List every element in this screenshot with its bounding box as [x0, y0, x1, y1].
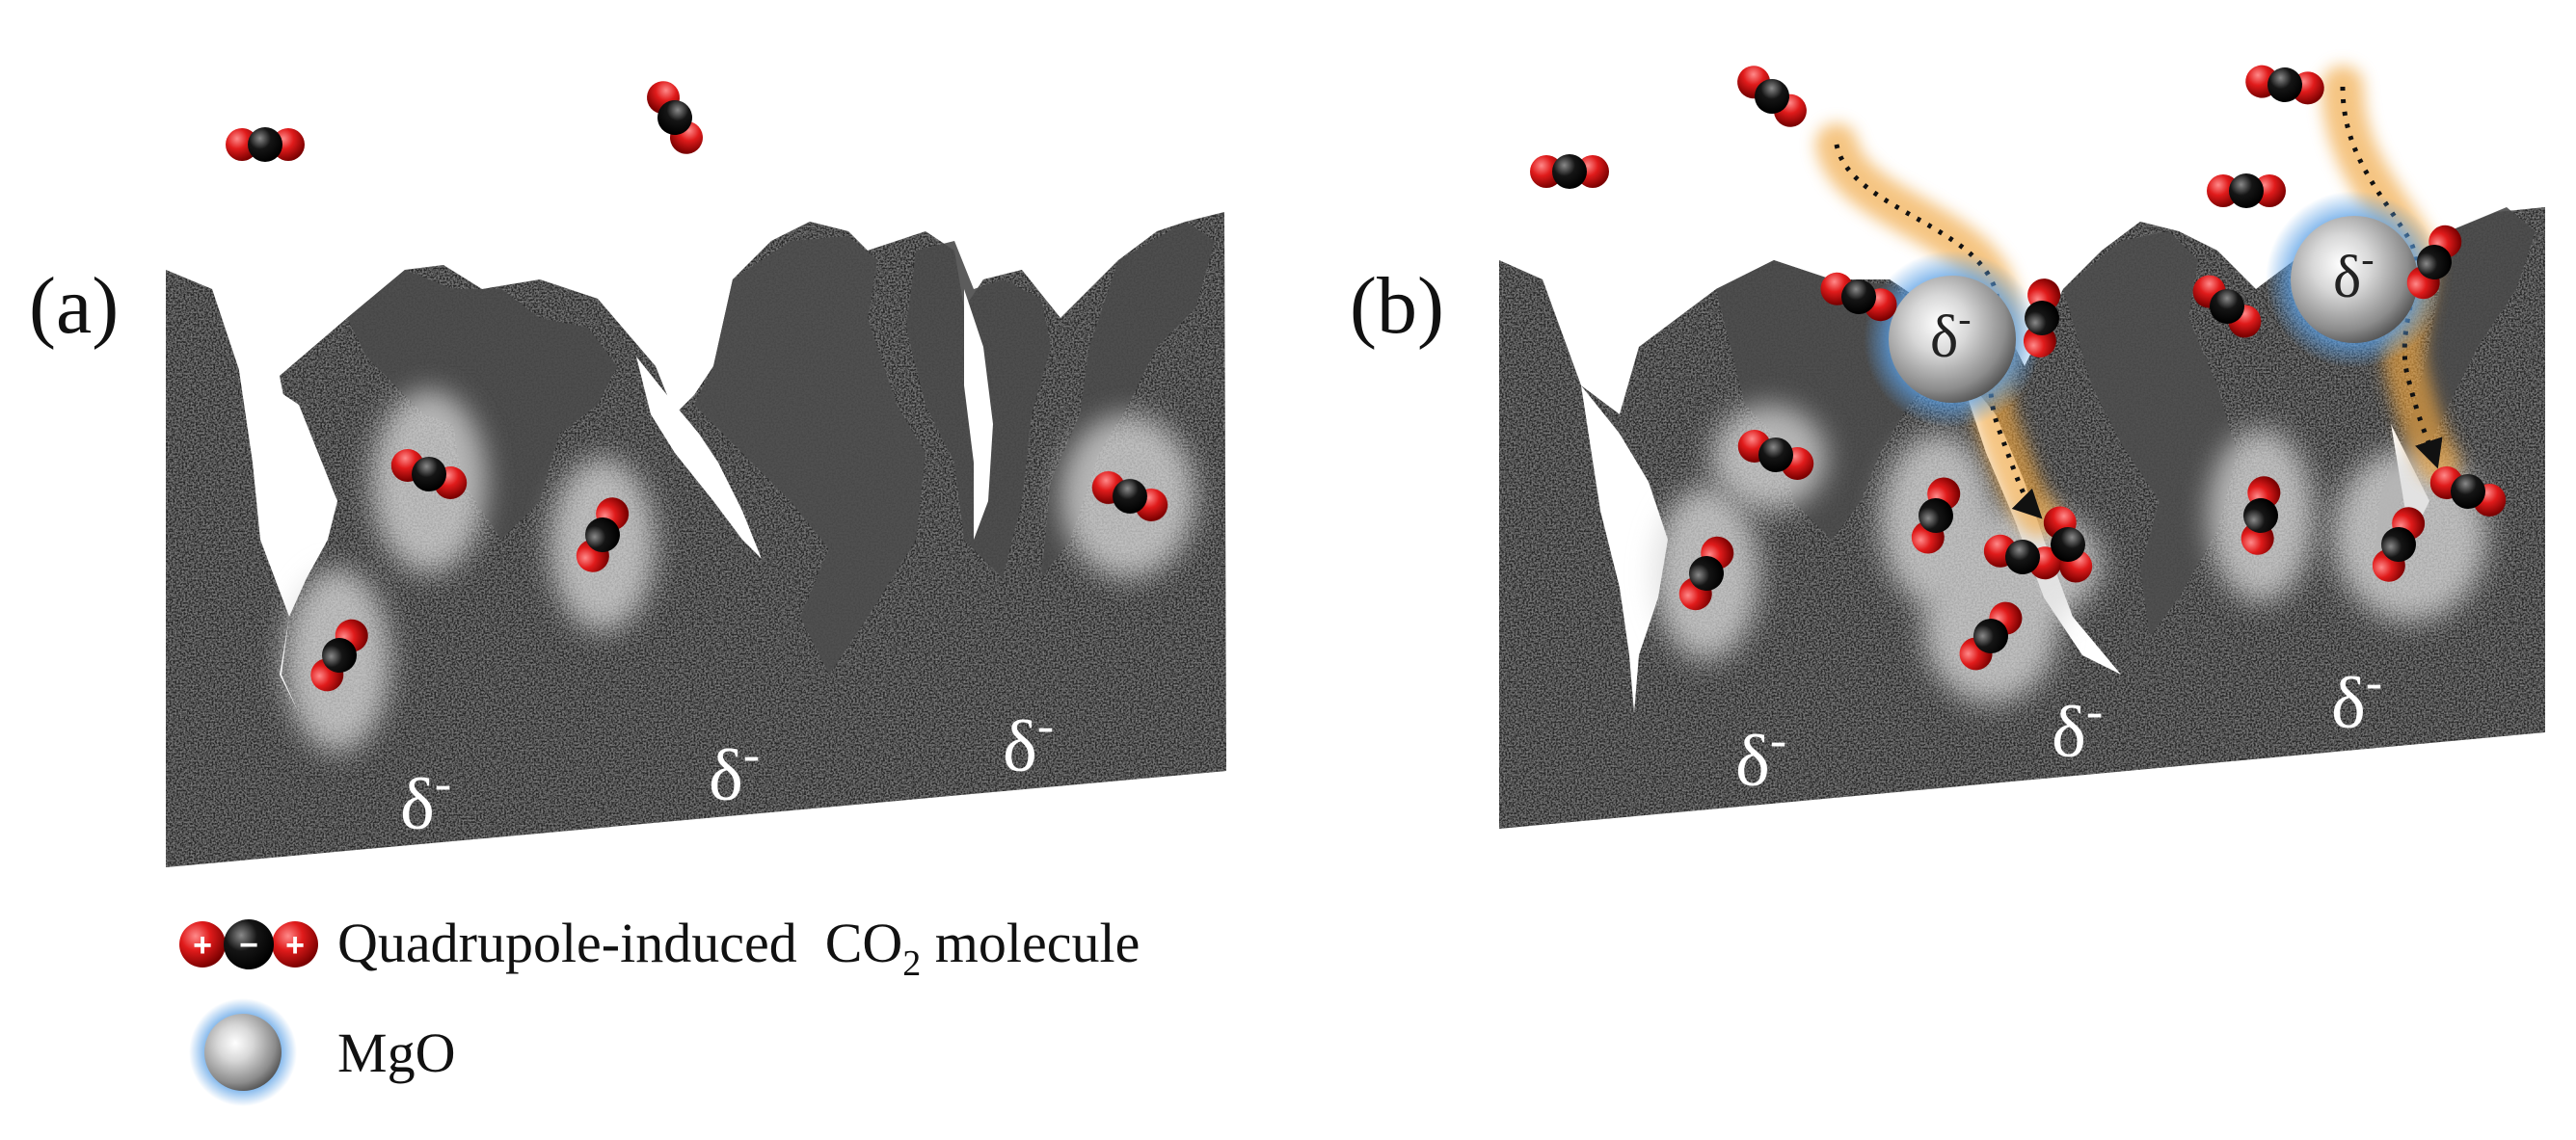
svg-text:−: − [239, 927, 258, 964]
diffusion-arrow-icon [1834, 144, 2043, 519]
panel-label-b: (b) [1350, 261, 1444, 351]
panel-label-a: (a) [29, 261, 119, 351]
pore-gap-a1 [231, 318, 337, 713]
pore-wall-a1 [347, 270, 617, 540]
svg-text:δ-: δ- [1930, 297, 1972, 370]
mgo-particle-icon: δ- [2266, 191, 2443, 368]
legend-mgo-label: MgO [337, 1021, 455, 1084]
co2-molecule-icon [639, 74, 711, 161]
pore-gap-b1 [1581, 385, 1668, 713]
pore-wall-a2 [694, 236, 926, 675]
legend: + − + Quadrupole-induced CO2 molecule Mg… [179, 912, 1140, 1106]
delta-minus-label: δ- [400, 756, 451, 845]
delta-minus-label: δ- [709, 728, 760, 816]
mgo-particle-icon: δ- [1864, 251, 2041, 428]
co2-molecule-icon [226, 127, 305, 162]
delta-minus-label: δ- [2052, 684, 2103, 773]
pore-wall-b3 [2372, 207, 2536, 578]
pore-gap-a2 [636, 357, 762, 559]
co2-molecule-icon [1730, 58, 1814, 135]
pore-wall-b2 [2063, 231, 2237, 636]
delta-minus-label: δ- [1735, 713, 1786, 802]
delta-minus-label: δ- [1003, 699, 1054, 787]
co2-molecule-icon [2207, 173, 2286, 208]
panel-a: δ- δ- δ- (a) [29, 74, 1226, 867]
co2-molecule-icon [1530, 154, 1609, 189]
svg-text:+: + [285, 927, 305, 964]
delta-minus-label: δ- [2331, 655, 2382, 744]
legend-co2-icon: + − + [179, 919, 318, 969]
diffusion-arrow-icon [2340, 86, 2443, 469]
svg-text:+: + [193, 927, 212, 964]
panel-b: δ- δ- δ- δ- δ- (b) [1350, 58, 2545, 829]
legend-co2-label: Quadrupole-induced CO2 molecule [337, 912, 1140, 984]
svg-text:δ-: δ- [2333, 237, 2375, 310]
legend-mgo-icon [189, 998, 297, 1106]
co2-molecule-icon [2242, 62, 2327, 108]
pore-gap-a3 [964, 289, 993, 540]
